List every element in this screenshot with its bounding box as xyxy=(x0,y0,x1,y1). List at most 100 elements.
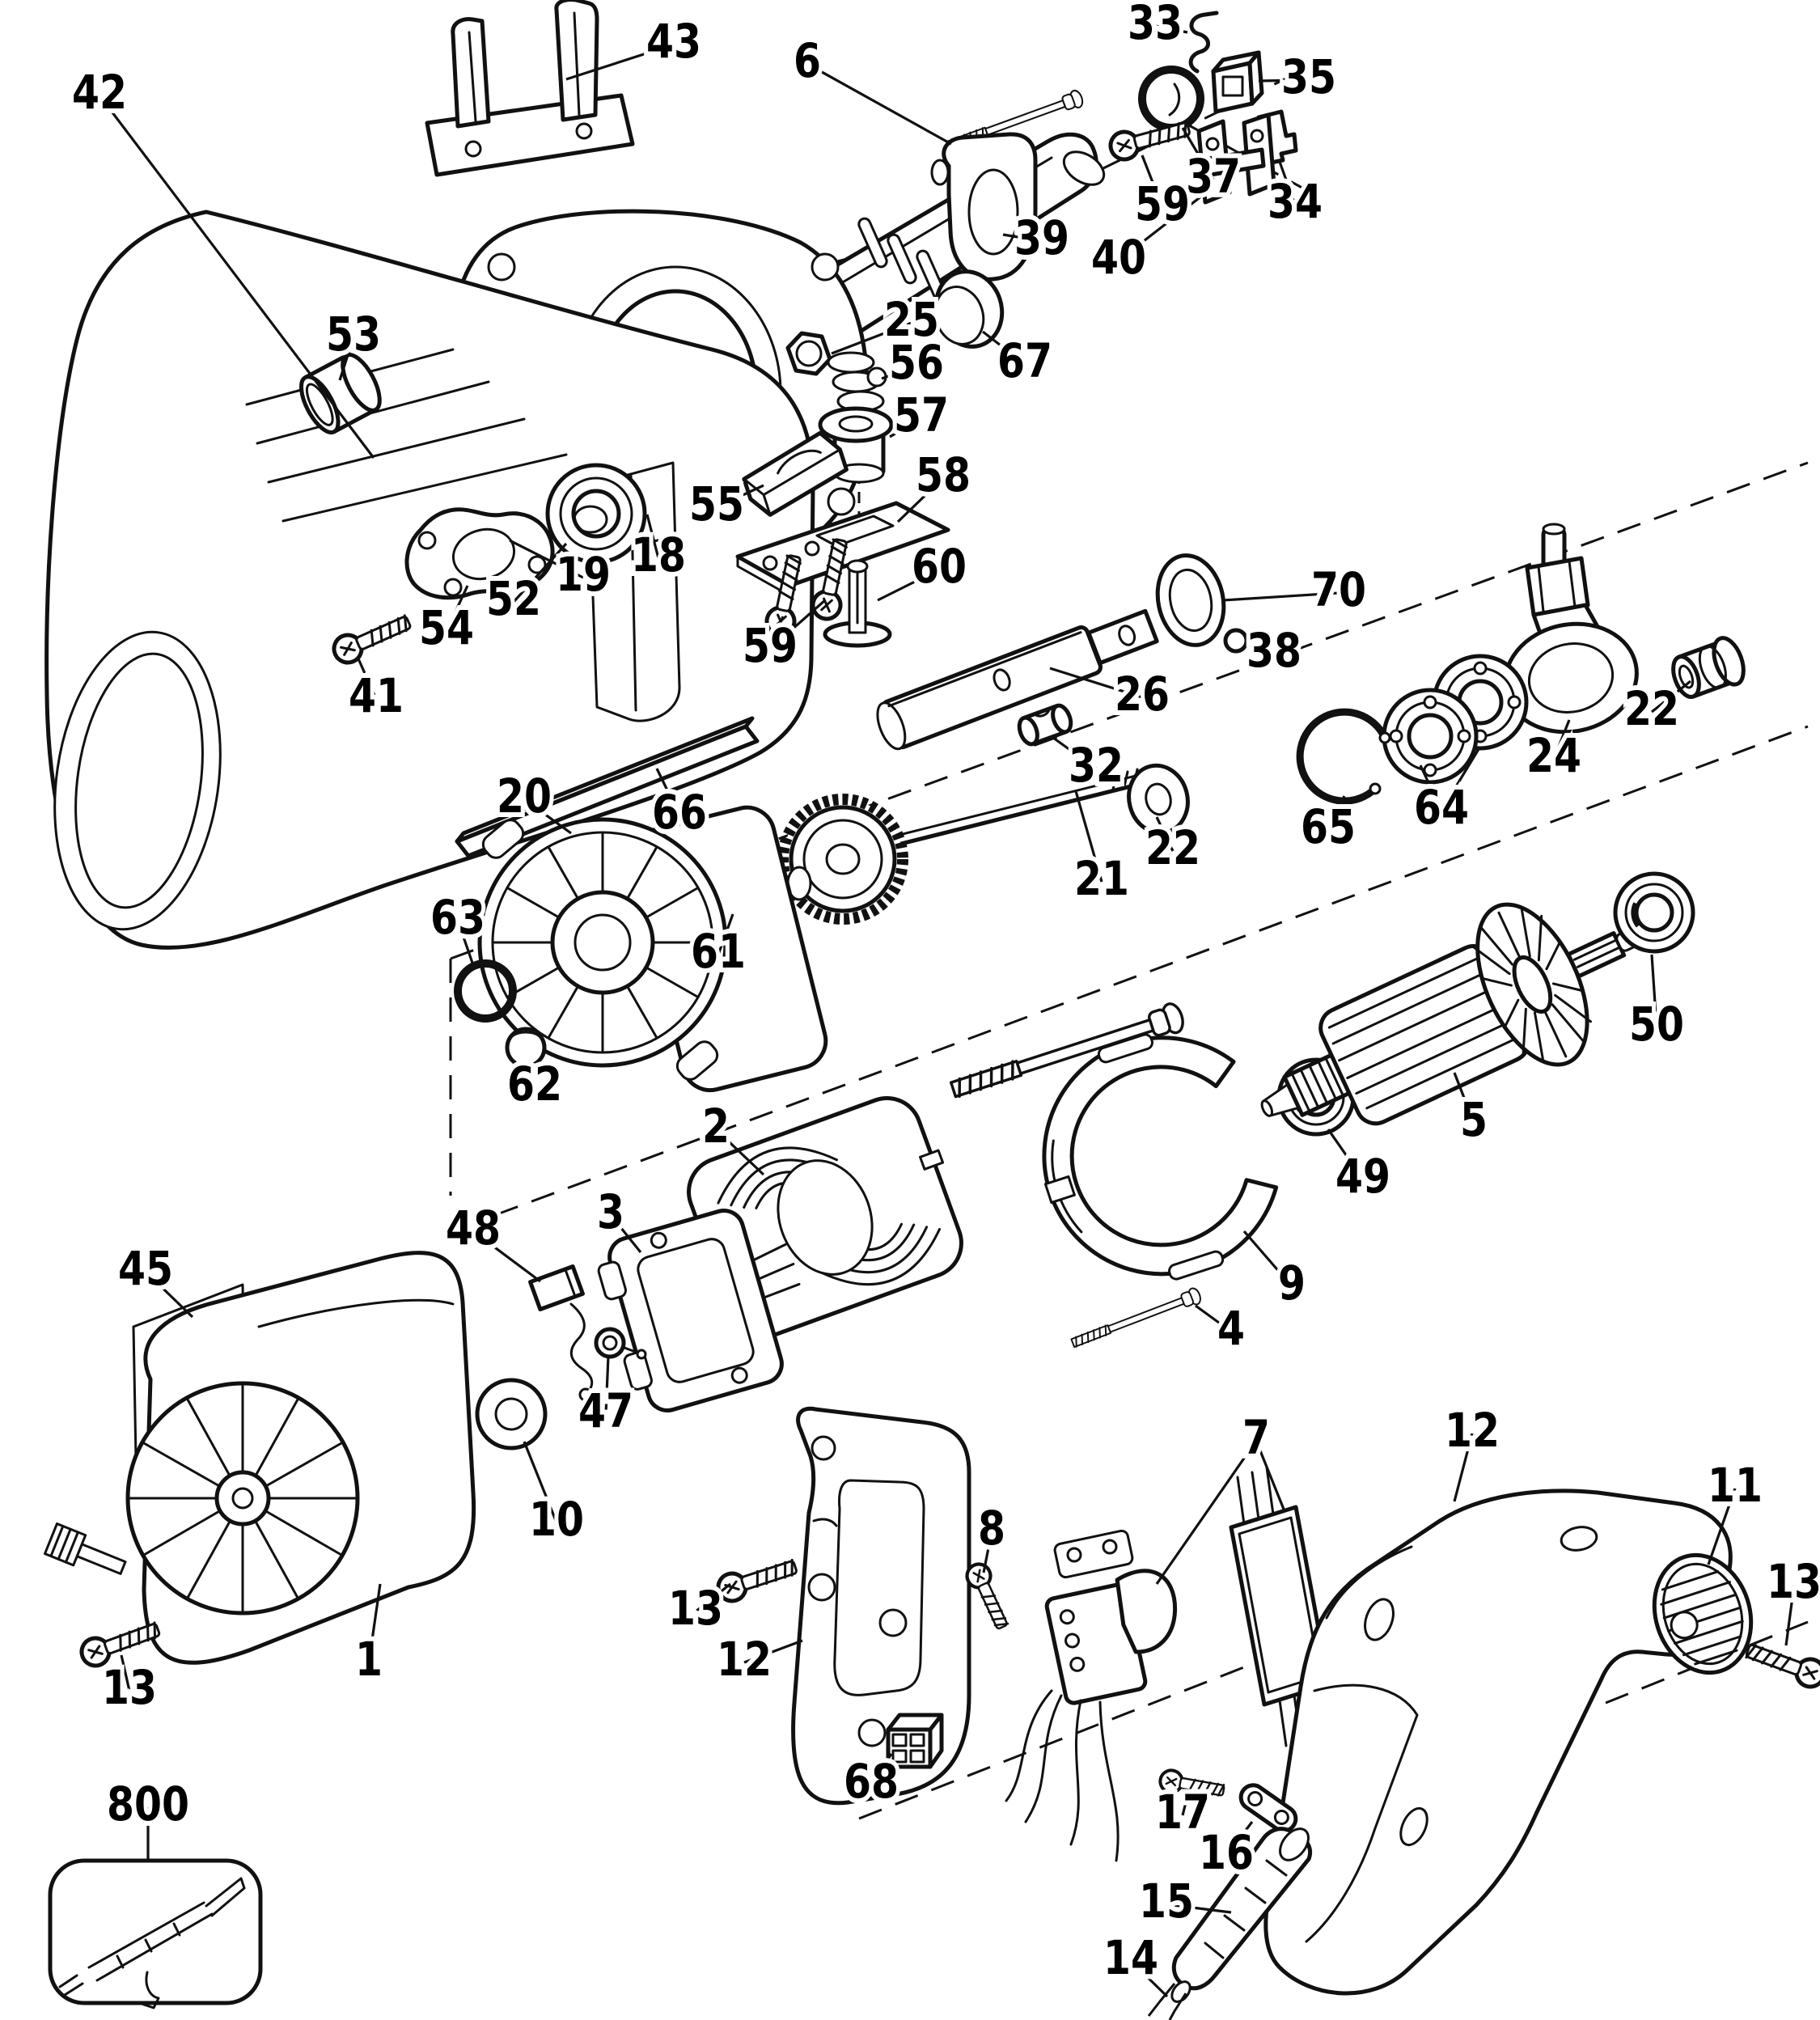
part-24-crank xyxy=(1503,523,1639,735)
leader-c13a xyxy=(120,1654,131,1692)
part-63-o-ring xyxy=(454,959,517,1023)
callout-66: 66 xyxy=(652,785,707,840)
leader-c49 xyxy=(1327,1129,1365,1180)
part-47-grommet xyxy=(594,1327,647,1360)
callout-13: 13 xyxy=(1767,1554,1820,1609)
leader-c18 xyxy=(645,514,660,559)
callout-8: 8 xyxy=(978,1501,1005,1556)
callout-67: 67 xyxy=(997,333,1052,388)
leader-c58 xyxy=(896,476,945,523)
part-12-handle-left-half xyxy=(791,1406,971,1806)
callout-7: 7 xyxy=(1242,1410,1270,1465)
callout-48: 48 xyxy=(446,1201,501,1256)
part-16-cord-clamp xyxy=(1238,1783,1298,1833)
callout-11: 11 xyxy=(1708,1458,1763,1513)
part-9-motor-housing-shell xyxy=(1042,1033,1279,1281)
callout-61: 61 xyxy=(691,924,746,979)
part-3-brush-holder xyxy=(597,1209,801,1412)
leader-c52 xyxy=(512,542,568,603)
callout-42: 42 xyxy=(72,65,127,120)
leader-c14 xyxy=(1129,1959,1169,1998)
part-56-spring-washers xyxy=(827,351,887,413)
part-12-handle-right-half xyxy=(1263,1489,1733,1996)
part-60-pivot-pin xyxy=(823,559,892,648)
callout-38: 38 xyxy=(1246,623,1302,678)
callout-64: 64 xyxy=(1414,780,1469,835)
leader-c13c xyxy=(1784,1584,1796,1646)
leader-c24 xyxy=(1552,719,1571,760)
leader-c22b xyxy=(1155,816,1175,852)
part-62-plug xyxy=(505,1027,547,1069)
leader-c16 xyxy=(1225,1821,1254,1857)
part-54-bearing-plate xyxy=(404,507,555,600)
callout-14: 14 xyxy=(1103,1930,1158,1985)
leader-c37 xyxy=(1181,127,1215,180)
leader-c32 xyxy=(1052,736,1097,770)
part-800-service-item-box xyxy=(48,1858,263,2009)
leader-c25 xyxy=(831,321,912,355)
leader-c17 xyxy=(1181,1789,1191,1816)
part-64-bearings xyxy=(1382,654,1529,785)
leader-c34 xyxy=(1278,161,1297,205)
leader-c12b xyxy=(1453,1433,1474,1502)
callout-35: 35 xyxy=(1281,49,1336,104)
leader-c43 xyxy=(565,43,675,81)
leader-c38 xyxy=(1246,642,1275,655)
leader-c42 xyxy=(98,95,375,459)
part-15-cord-protector xyxy=(1171,1827,1312,1991)
callout-34: 34 xyxy=(1268,174,1323,229)
callout-12: 12 xyxy=(717,1632,772,1687)
caulk-gun-icon xyxy=(58,1877,246,2009)
part-55-slider-block xyxy=(742,430,849,517)
leader-c62 xyxy=(524,1061,536,1088)
callout-60: 60 xyxy=(912,539,967,594)
callout-5: 5 xyxy=(1460,1092,1488,1147)
callout-40: 40 xyxy=(1091,230,1146,285)
part-33-spring xyxy=(1188,11,1219,74)
callout-58: 58 xyxy=(916,447,971,502)
leader-c9 xyxy=(1242,1230,1293,1288)
leader-c22a xyxy=(1651,680,1691,714)
leader-c64 xyxy=(1419,764,1443,811)
leader-c56 xyxy=(881,364,917,380)
callout-13: 13 xyxy=(668,1581,723,1636)
callout-57: 57 xyxy=(894,387,949,443)
part-20-fan-baffle xyxy=(477,805,828,1093)
callout-3: 3 xyxy=(597,1184,624,1239)
leader-c26 xyxy=(1049,667,1143,699)
part-68-connector-block xyxy=(886,1713,944,1769)
leader-c57 xyxy=(889,417,922,438)
leader-c7 xyxy=(1255,1440,1286,1512)
leader-c54 xyxy=(445,585,469,632)
callout-45: 45 xyxy=(118,1241,173,1296)
leader-c40 xyxy=(1118,194,1203,262)
part-43-bracket xyxy=(425,0,635,177)
part-50-bearing xyxy=(1613,871,1695,954)
leader-c48 xyxy=(472,1230,541,1283)
leader-c21 xyxy=(1074,790,1103,883)
leader-c60 xyxy=(877,568,940,602)
leader-c2 xyxy=(714,1128,765,1176)
part-13-screw-mid xyxy=(715,1553,800,1604)
part-22-bushing-right xyxy=(1671,636,1746,699)
leader-c65 xyxy=(1327,795,1346,831)
part-65-snap-ring xyxy=(1296,708,1391,805)
callout-17: 17 xyxy=(1155,1785,1210,1840)
leader-c59a xyxy=(1141,155,1164,208)
leader-c12a xyxy=(743,1639,803,1664)
leader-c13b xyxy=(695,1582,731,1613)
leader-c59b xyxy=(768,616,785,650)
part-21-gear-shaft xyxy=(777,768,1146,925)
leader-c67 xyxy=(982,330,1026,366)
part-26-spindle-shaft xyxy=(876,608,1159,751)
leader-c1 xyxy=(367,1583,382,1663)
part-10-ring xyxy=(475,1378,548,1450)
part-25-nut xyxy=(785,331,832,376)
callout-19: 19 xyxy=(556,547,611,602)
leader-c53 xyxy=(338,337,355,381)
callout-32: 32 xyxy=(1069,738,1124,793)
part-67-cap xyxy=(933,269,1005,349)
callout-33: 33 xyxy=(1128,0,1183,50)
